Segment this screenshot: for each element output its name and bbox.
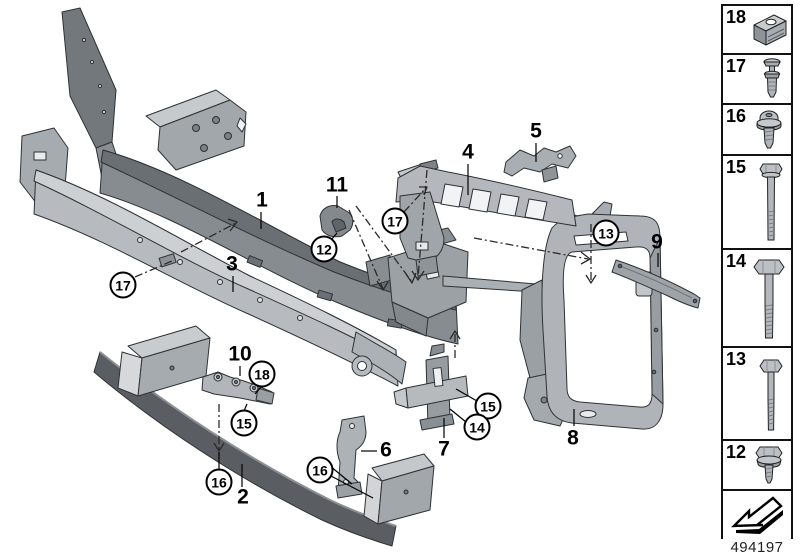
legend-cell-16[interactable]: 16	[723, 105, 791, 156]
callout-16-right[interactable]: 16	[306, 456, 334, 484]
long-hex-bolt-icon	[759, 163, 783, 241]
part-label-8[interactable]: 8	[567, 426, 579, 450]
flange-hex-bolt-icon	[755, 446, 783, 484]
part-3-carrier-support[interactable]	[19, 127, 407, 387]
callout-13[interactable]: 13	[592, 219, 620, 247]
cage-nut-icon	[753, 14, 787, 45]
legend-cell-13[interactable]: 13	[723, 348, 791, 441]
part-11-clip[interactable]	[319, 205, 354, 238]
leader-arrowheads	[213, 186, 597, 452]
part-label-2[interactable]: 2	[237, 485, 249, 509]
part-label-9[interactable]: 9	[651, 230, 663, 254]
part-label-6[interactable]: 6	[380, 438, 392, 462]
legend-number-15: 15	[726, 157, 747, 177]
part-4-guide-bracket[interactable]	[395, 159, 577, 277]
part-label-10[interactable]: 10	[228, 342, 252, 366]
assembly-phantom-lines	[134, 169, 592, 450]
legend-cell-direction[interactable]	[723, 491, 791, 539]
diagram-code: 494197	[730, 539, 784, 556]
part-1-upper-bumper-carrier[interactable]	[61, 7, 459, 345]
legend-cell-17[interactable]: 17	[723, 55, 791, 105]
legend-cell-15[interactable]: 15	[723, 156, 791, 250]
part-2-lower-crossmember[interactable]	[93, 325, 435, 547]
callout-17-right[interactable]: 17	[381, 207, 409, 235]
part-7-mount-block[interactable]	[393, 343, 469, 431]
part-label-11[interactable]: 11	[325, 173, 349, 197]
part-10-retaining-plate[interactable]	[201, 371, 275, 405]
callout-14[interactable]: 14	[463, 413, 491, 441]
callout-16-left[interactable]: 16	[205, 468, 233, 496]
fastener-legend-sidebar: 18 17	[721, 4, 793, 539]
legend-cell-12[interactable]: 12	[723, 441, 791, 491]
part-label-1[interactable]: 1	[256, 188, 268, 212]
callout-18[interactable]: 18	[248, 360, 276, 388]
hex-bolt-icon	[753, 259, 785, 339]
center-frame-assembly	[365, 227, 537, 337]
direction-of-travel-arrow-icon	[730, 496, 783, 534]
legend-number-18: 18	[726, 7, 747, 27]
part-6-bracket[interactable]	[335, 415, 367, 499]
legend-cell-14[interactable]: 14	[723, 250, 791, 348]
part-label-5[interactable]: 5	[530, 119, 542, 143]
callout-12[interactable]: 12	[310, 235, 338, 263]
part-5-small-bracket[interactable]	[503, 145, 577, 183]
legend-cell-18[interactable]: 18	[723, 6, 791, 55]
small-hex-bolt-icon	[759, 359, 783, 431]
part-9-support-strip[interactable]	[611, 259, 701, 309]
part-label-3[interactable]: 3	[226, 252, 238, 276]
part-label-4[interactable]: 4	[462, 140, 474, 164]
legend-number-12: 12	[726, 442, 747, 462]
legend-number-17: 17	[726, 56, 747, 76]
callout-15-left[interactable]: 15	[230, 409, 258, 437]
part-label-7[interactable]: 7	[438, 437, 450, 461]
legend-number-16: 16	[726, 106, 747, 126]
callout-17-left[interactable]: 17	[109, 271, 137, 299]
washer-screw-icon	[756, 110, 782, 148]
expansion-rivet-icon	[763, 58, 781, 98]
legend-number-14: 14	[726, 251, 747, 271]
label-leader-lines	[218, 143, 659, 499]
legend-number-13: 13	[726, 349, 747, 369]
